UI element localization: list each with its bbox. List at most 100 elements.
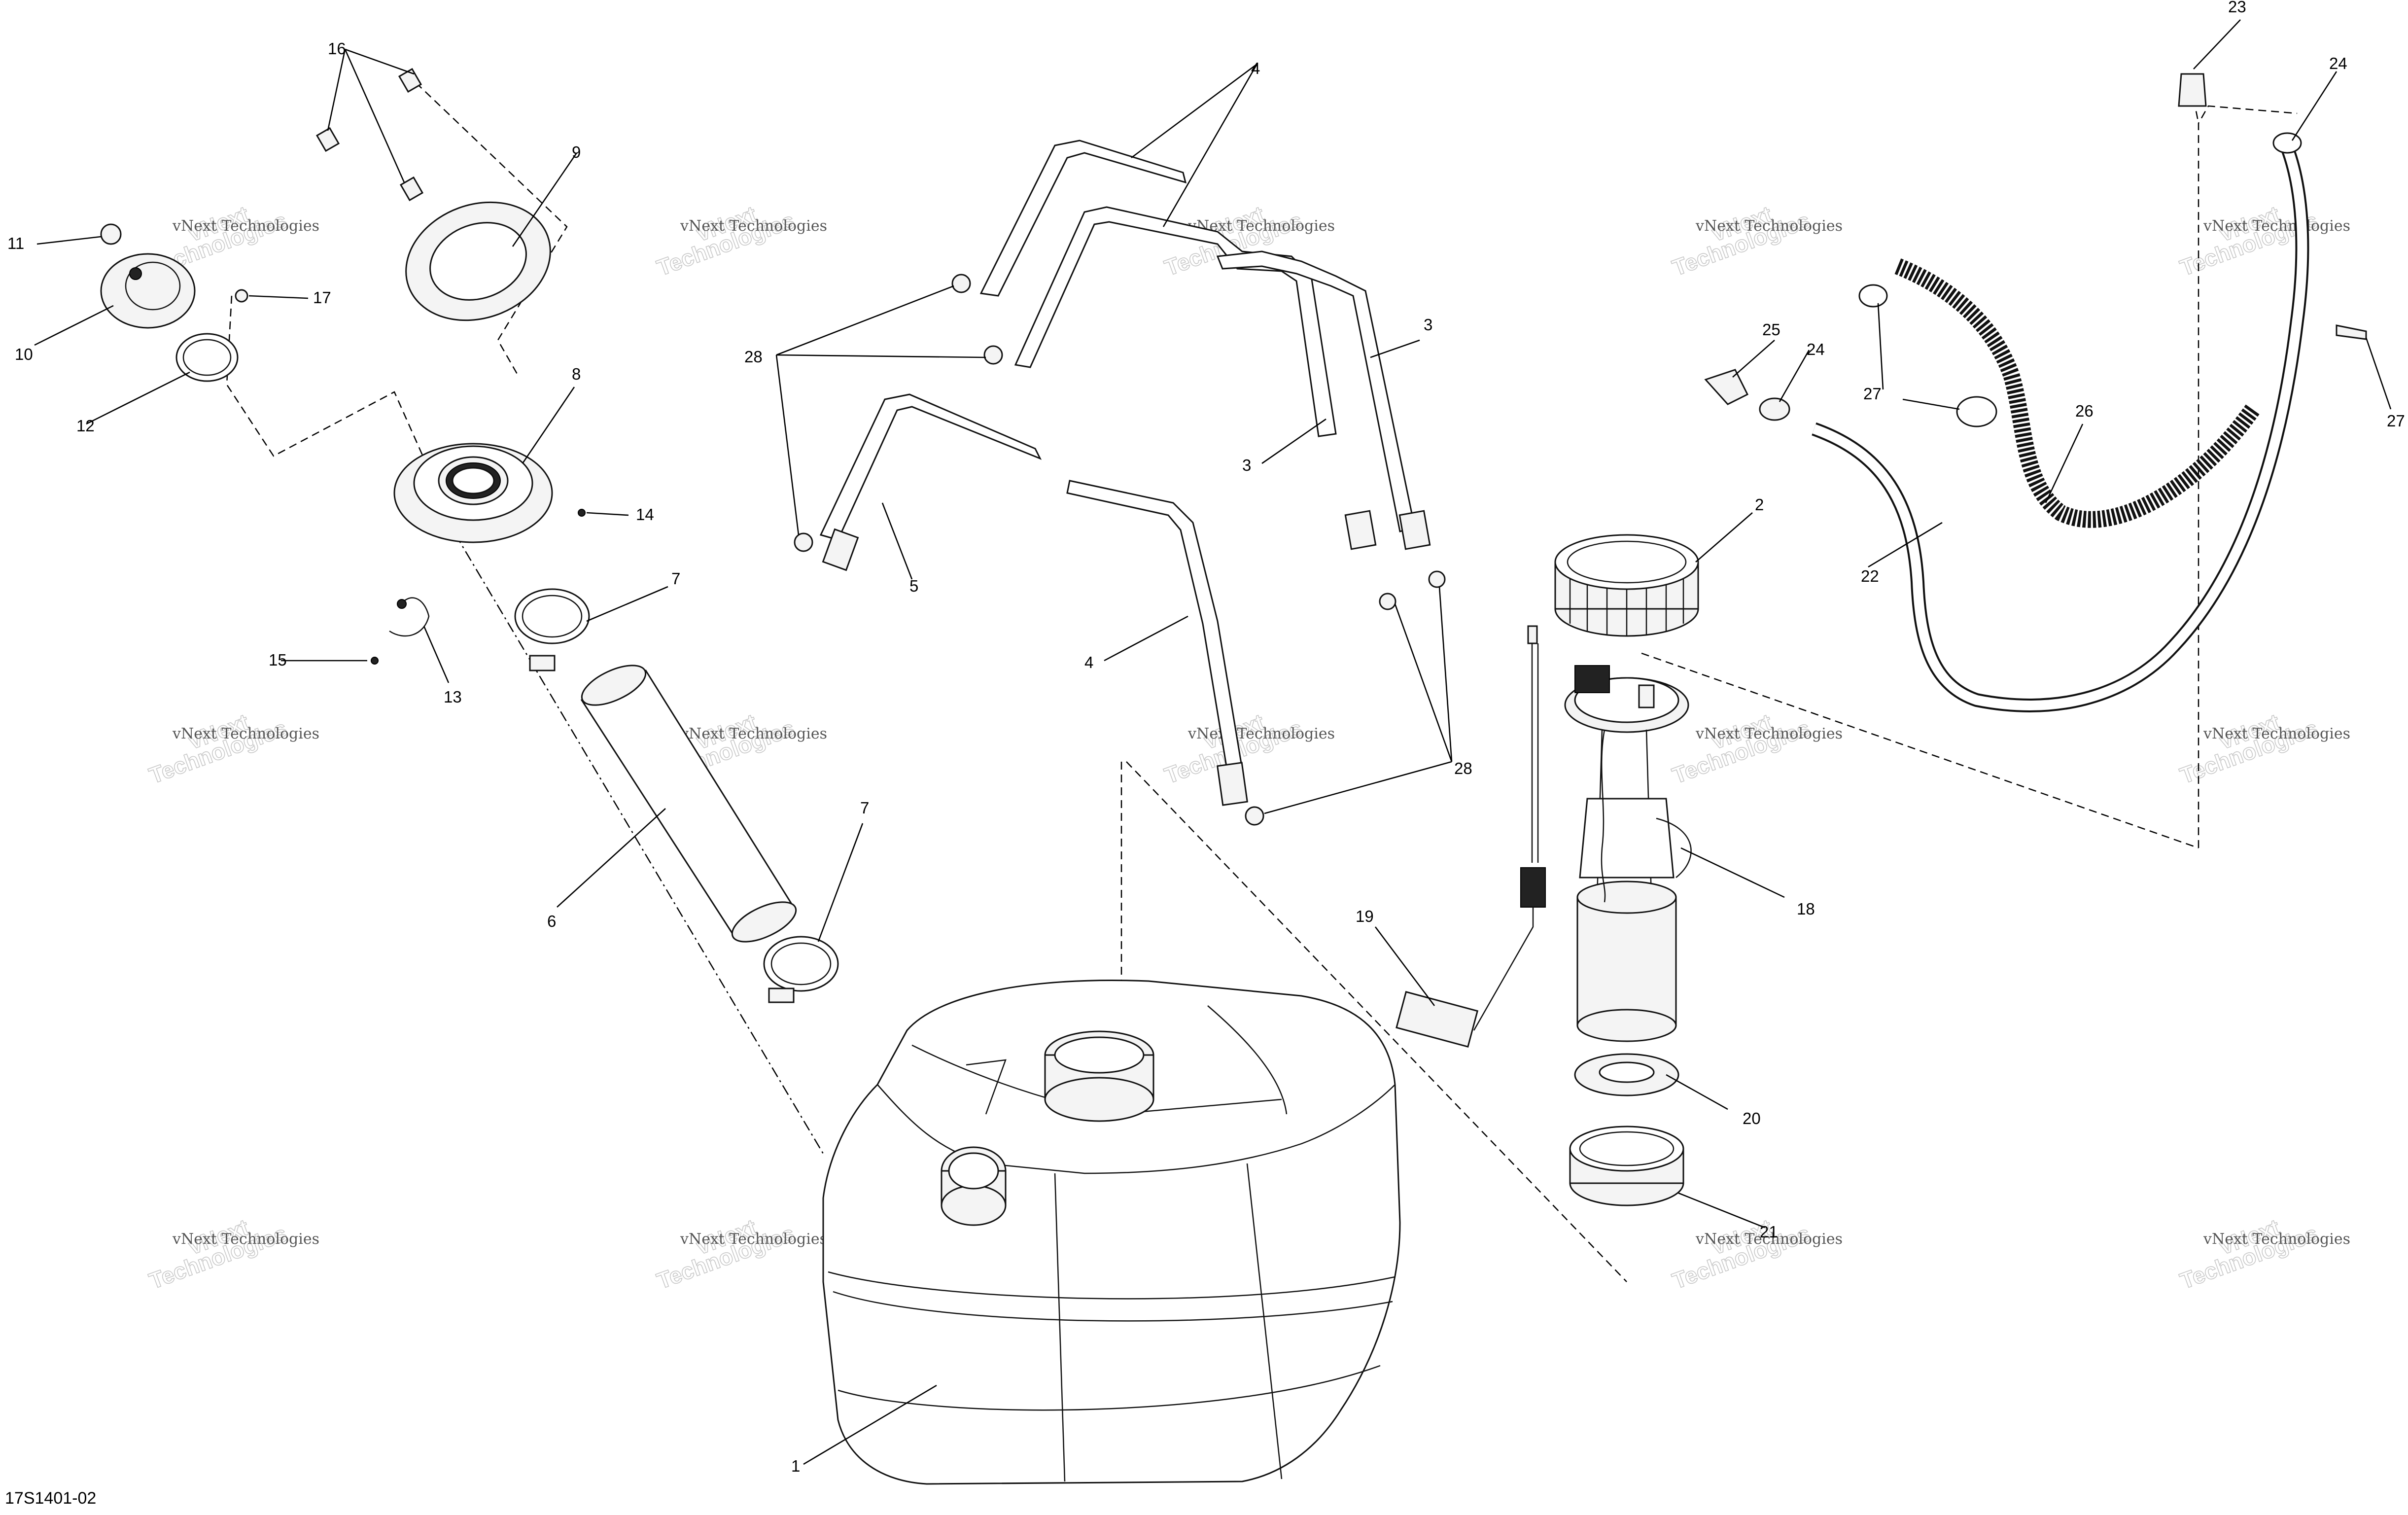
watermark-text: vNext Technologies — [680, 725, 827, 742]
callout-27: 27 — [2387, 412, 2405, 430]
callout-23: 23 — [2228, 0, 2246, 16]
rivet — [578, 509, 586, 517]
hose-clamp-lower — [763, 936, 839, 992]
leader-line — [881, 502, 913, 580]
fuel-tank-pump-opening-inner — [1054, 1036, 1145, 1074]
callout-12: 12 — [76, 417, 95, 435]
fuel-cap — [100, 223, 239, 382]
callout-28: 28 — [1454, 759, 1472, 777]
filler-hose — [580, 665, 797, 943]
hose-clamp-upper — [514, 588, 590, 644]
small-hardware — [235, 68, 586, 665]
fuel-cap-body — [100, 253, 196, 329]
leader-line — [2291, 71, 2338, 141]
filler-hose-body — [580, 669, 795, 938]
pump-seal-inner — [1599, 1061, 1655, 1083]
assembly-line — [433, 497, 824, 1154]
hose-clamp-lower-inner — [770, 942, 832, 986]
fuel-pump-outlet — [1638, 684, 1655, 708]
callout-10: 10 — [15, 345, 33, 363]
clip — [1428, 570, 1446, 588]
callout-19: 19 — [1356, 907, 1374, 925]
callout-18: 18 — [1797, 900, 1815, 918]
callout-14: 14 — [636, 505, 654, 524]
leader-line — [1877, 303, 1960, 410]
callout-28: 28 — [744, 348, 763, 366]
watermark: vNext Technologies vNext Technologies — [1161, 708, 1335, 789]
tank-gasket-top — [1569, 1126, 1684, 1172]
leader-line — [1374, 926, 1435, 1006]
leader-line — [586, 586, 668, 622]
fuel-tank-filler-neck-top — [948, 1152, 999, 1190]
fuel-pump-canister — [1576, 896, 1677, 1026]
fuel-pump-connector — [1574, 665, 1610, 693]
fuel-tank-contour — [1246, 1163, 1283, 1480]
callout-1: 1 — [791, 1457, 800, 1475]
callout-27: 27 — [1863, 385, 1882, 403]
callout-5: 5 — [909, 577, 918, 595]
callout-3: 3 — [1242, 456, 1251, 474]
callout-24: 24 — [1807, 340, 1825, 358]
filler-flange — [393, 443, 553, 543]
assembly-line — [2198, 105, 2298, 848]
callout-8: 8 — [572, 365, 581, 383]
leader-line — [1261, 418, 1326, 464]
filler-hose-bottom — [731, 901, 797, 943]
lock-ring-top — [1554, 534, 1699, 590]
fuel-tank-contour — [838, 1365, 1381, 1411]
tether-cable — [389, 597, 430, 637]
lock-ring-ribs — [1569, 579, 1684, 636]
callout-11: 11 — [7, 234, 24, 252]
hose-clip-27 — [2336, 324, 2367, 340]
callout-7: 7 — [860, 799, 869, 817]
clip — [235, 289, 248, 303]
leader-lines — [34, 19, 2392, 1465]
level-sender-arm — [1473, 907, 1534, 1031]
clip — [1245, 806, 1264, 826]
fuel-cap-tether-point — [129, 267, 142, 280]
watermark-text: vNext Technologies — [172, 1231, 319, 1248]
watermark-text: vNext Technologies — [1695, 1231, 1843, 1248]
tether-end — [397, 599, 407, 609]
watermark-text: vNext Technologies — [1187, 725, 1335, 742]
leader-line — [557, 808, 666, 908]
leader-line — [512, 152, 578, 247]
watermark: vNext Technologies vNext Technologies — [145, 708, 319, 789]
pump-seal — [1574, 1053, 1679, 1096]
cap-vent — [100, 223, 122, 245]
fuel-pump-hose — [1656, 817, 1692, 878]
fuel-tank-contour — [833, 1291, 1393, 1322]
assembly-line — [1126, 761, 1627, 1282]
clip — [794, 532, 813, 552]
fuel-tank-contour — [828, 1271, 1396, 1300]
fuel-tank-pump-neck-rim — [1044, 1077, 1154, 1122]
fuel-tank-contour — [877, 1084, 1396, 1174]
callout-4: 4 — [1084, 653, 1093, 671]
cap-gasket-inner — [182, 339, 232, 376]
hose-clamp-upper-screw — [529, 655, 556, 671]
leader-line — [36, 236, 102, 245]
fuel-tank-filler-neck-base — [941, 1185, 1007, 1226]
fuel-pump-module — [1579, 798, 1675, 879]
fuel-pump-wiring — [1601, 729, 1606, 903]
hose-clamp-upper-inner — [522, 595, 583, 638]
leader-line — [775, 285, 986, 535]
tank-strap-4-end — [1216, 762, 1249, 806]
level-sender-body — [1520, 867, 1546, 908]
callout-20: 20 — [1743, 1109, 1761, 1127]
hose-clamp-lower-screw — [768, 987, 795, 1003]
trim-ring — [405, 201, 551, 321]
tank-strap-5 — [819, 393, 1042, 541]
watermark-text: vNext Technologies — [172, 217, 319, 235]
callout-6: 6 — [547, 912, 556, 930]
callout-22: 22 — [1861, 567, 1879, 585]
filler-hose-top — [581, 665, 647, 706]
leader-line — [1779, 350, 1810, 402]
screw — [315, 127, 340, 152]
fuel-tank-contour — [966, 1059, 1007, 1115]
fuel-hose-22-fill — [1812, 146, 2307, 710]
leader-line — [1264, 586, 1453, 814]
tank-strap-3-left — [1014, 206, 1337, 437]
leader-line — [1370, 339, 1420, 358]
